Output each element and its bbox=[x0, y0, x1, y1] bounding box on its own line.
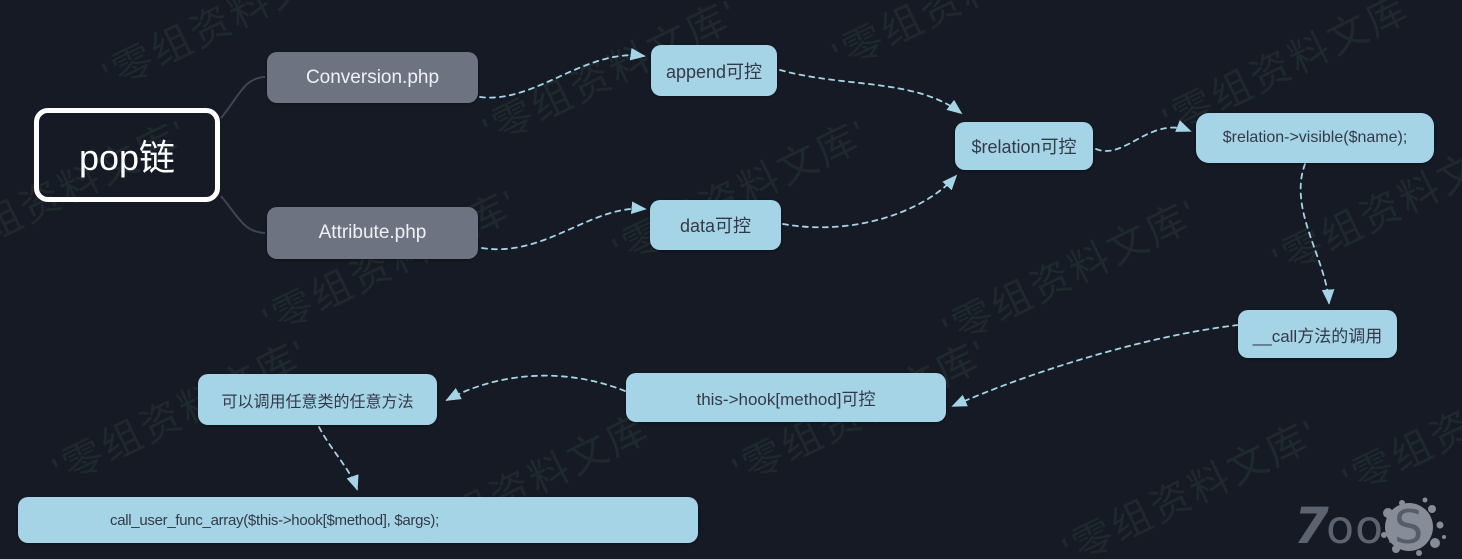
edge-conversion-to-append bbox=[479, 47, 646, 99]
svg-text:o: o bbox=[1326, 500, 1354, 554]
edge-root-to-attribute bbox=[220, 195, 266, 234]
edge-append-to-relation bbox=[779, 69, 963, 115]
node-label: call_user_func_array($this->hook[$method… bbox=[110, 511, 439, 529]
node-magic-call-invocation[interactable]: __call方法的调用 bbox=[1238, 310, 1397, 358]
node-relation-controllable[interactable]: $relation可控 bbox=[955, 122, 1093, 170]
node-hook-method-controllable[interactable]: this->hook[method]可控 bbox=[626, 373, 946, 422]
edge-attribute-to-data bbox=[481, 201, 647, 251]
edge-data-to-relation bbox=[782, 174, 958, 229]
node-label: Conversion.php bbox=[305, 66, 440, 88]
edge-call-to-hook bbox=[951, 324, 1239, 407]
svg-text:o: o bbox=[1355, 500, 1383, 554]
node-label: $relation可控 bbox=[971, 137, 1077, 157]
edge-anycall-to-cufa bbox=[318, 426, 359, 491]
node-append-controllable[interactable]: append可控 bbox=[651, 45, 777, 96]
svg-text:S: S bbox=[1394, 500, 1423, 554]
edge-visible-to-call bbox=[1299, 163, 1335, 305]
node-data-controllable[interactable]: data可控 bbox=[650, 200, 781, 250]
node-relation-visible-call[interactable]: $relation->visible($name); bbox=[1196, 113, 1434, 163]
edge-root-to-conversion bbox=[220, 76, 266, 119]
paint-splat-icon bbox=[1381, 497, 1446, 556]
node-label: $relation->visible($name); bbox=[1222, 129, 1408, 146]
node-pop-chain-root[interactable]: pop链 bbox=[34, 108, 220, 202]
edge-hook-to-anycall bbox=[445, 374, 626, 401]
node-label: pop链 bbox=[78, 137, 176, 178]
node-label: data可控 bbox=[679, 216, 752, 236]
node-label: __call方法的调用 bbox=[1252, 326, 1383, 346]
node-label: append可控 bbox=[665, 61, 763, 82]
node-label: 可以调用任意类的任意方法 bbox=[221, 393, 414, 411]
svg-text:7: 7 bbox=[1294, 497, 1329, 555]
tools-logo: 7 o o l S bbox=[1294, 497, 1446, 556]
edge-relation-to-visible bbox=[1095, 120, 1192, 152]
node-conversion-php[interactable]: Conversion.php bbox=[267, 52, 478, 103]
node-call-user-func-array[interactable]: call_user_func_array($this->hook[$method… bbox=[18, 497, 698, 543]
node-label: Attribute.php bbox=[318, 222, 427, 243]
node-label: this->hook[method]可控 bbox=[696, 390, 876, 409]
node-attribute-php[interactable]: Attribute.php bbox=[267, 207, 478, 259]
node-call-any-method[interactable]: 可以调用任意类的任意方法 bbox=[198, 374, 437, 425]
